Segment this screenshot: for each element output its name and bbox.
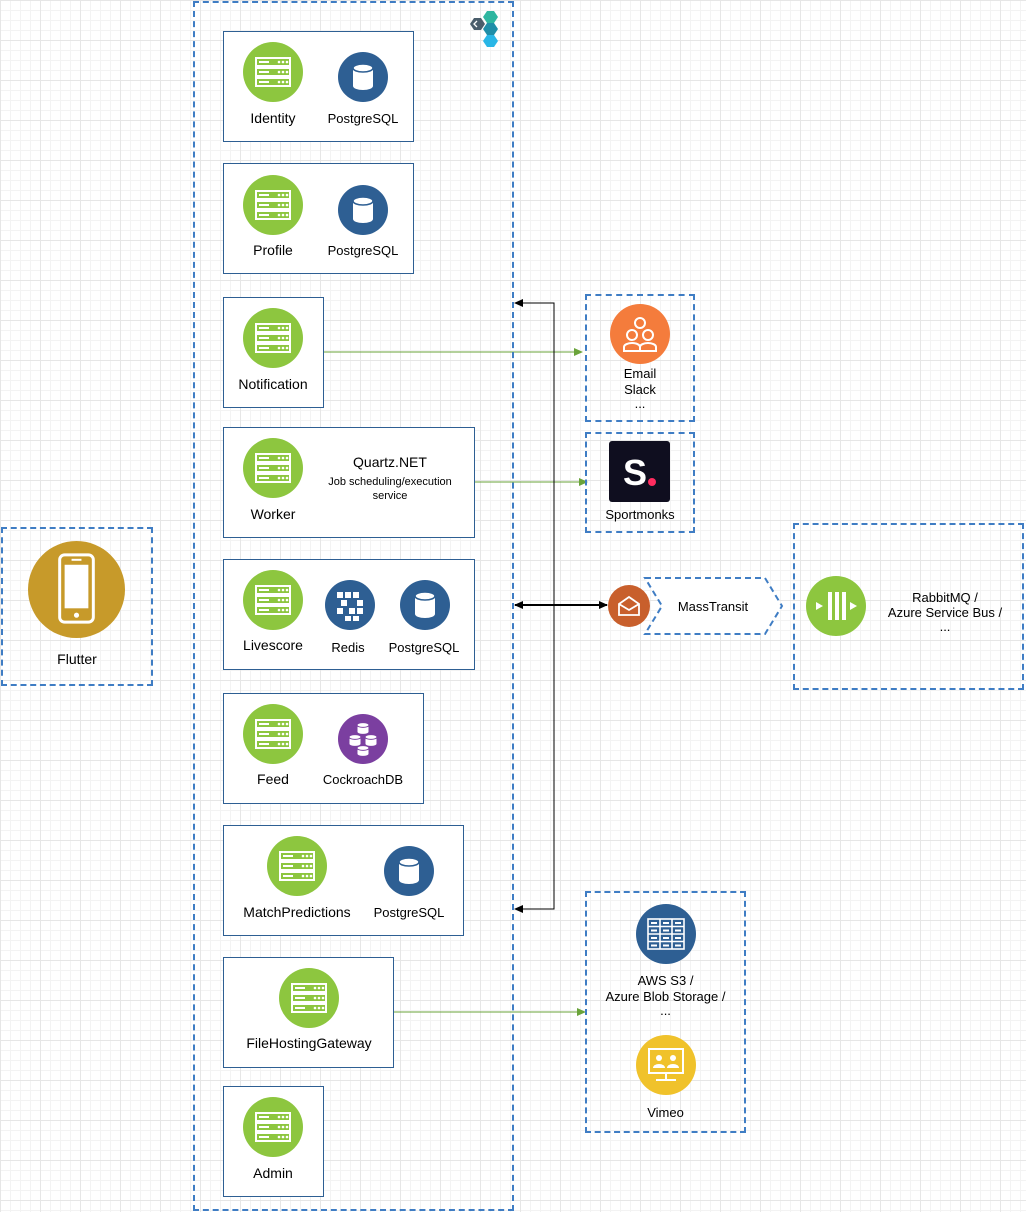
database-icon [338, 185, 388, 235]
identity-label: Identity [250, 110, 296, 126]
worker-label: Worker [250, 506, 296, 522]
smartphone-icon [28, 541, 125, 638]
identity-db-label: PostgreSQL [327, 111, 399, 126]
livescore-db-label: PostgreSQL [388, 640, 460, 655]
client-group [1, 527, 153, 686]
quartz-description: Job scheduling/execution [328, 476, 452, 488]
feed-label: Feed [257, 771, 289, 787]
livescore-cache-label: Redis [331, 640, 365, 655]
server-icon [243, 570, 303, 630]
filehosting-label: FileHostingGateway [246, 1035, 372, 1051]
server-icon [267, 836, 327, 896]
masstransit-envelope-icon [608, 585, 650, 627]
users-group-icon [610, 304, 670, 364]
server-icon [243, 42, 303, 102]
storage-azure-label: Azure Blob Storage / [605, 989, 726, 1004]
hexagon-logo-icon [470, 11, 498, 47]
admin-label: Admin [253, 1165, 293, 1181]
livescore-label: Livescore [243, 637, 303, 653]
quartz-description-2: service [372, 490, 408, 502]
broker-group [793, 523, 1024, 690]
video-conference-icon [636, 1035, 696, 1095]
profile-label: Profile [253, 242, 293, 258]
vimeo-label: Vimeo [647, 1105, 684, 1120]
cockroachdb-icon [338, 714, 388, 764]
database-icon [384, 846, 434, 896]
sportmonks-logo-icon: S [609, 441, 670, 502]
database-icon [338, 52, 388, 102]
feed-db-label: CockroachDB [322, 772, 404, 787]
wire-bus-top [514, 299, 555, 605]
broker-azure-label: Azure Service Bus / [887, 605, 1003, 620]
services-group [193, 1, 514, 1211]
storage-more-label: ... [660, 1003, 671, 1018]
redis-cache-icon [325, 580, 375, 630]
svg-text:S: S [623, 452, 647, 493]
notify-email-label: Email [623, 366, 657, 381]
server-icon [279, 968, 339, 1028]
message-queue-icon [806, 576, 866, 636]
storage-grid-icon [636, 904, 696, 964]
wire-bus-bottom [514, 605, 555, 913]
sportmonks-label: Sportmonks [605, 507, 675, 522]
notify-slack-label: Slack [624, 382, 656, 397]
masstransit-label: MassTransit [677, 599, 749, 614]
storage-group [585, 891, 746, 1133]
notification-label: Notification [238, 376, 308, 392]
server-icon [243, 175, 303, 235]
server-icon [243, 438, 303, 498]
server-icon [243, 1097, 303, 1157]
notify-more-label: ... [634, 396, 646, 411]
storage-s3-label: AWS S3 / [637, 973, 694, 988]
matchpredictions-db-label: PostgreSQL [373, 905, 445, 920]
broker-rabbitmq-label: RabbitMQ / [912, 590, 978, 605]
notify-providers-group [585, 294, 695, 422]
quartz-title: Quartz.NET [353, 454, 427, 470]
profile-db-label: PostgreSQL [327, 243, 399, 258]
sportmonks-group [585, 432, 695, 533]
server-icon [243, 704, 303, 764]
client-label: Flutter [57, 651, 97, 667]
server-icon [243, 308, 303, 368]
matchpredictions-label: MatchPredictions [243, 904, 351, 920]
broker-more-label: ... [939, 619, 951, 634]
database-icon [400, 580, 450, 630]
masstransit-chevron-shape [643, 577, 784, 635]
